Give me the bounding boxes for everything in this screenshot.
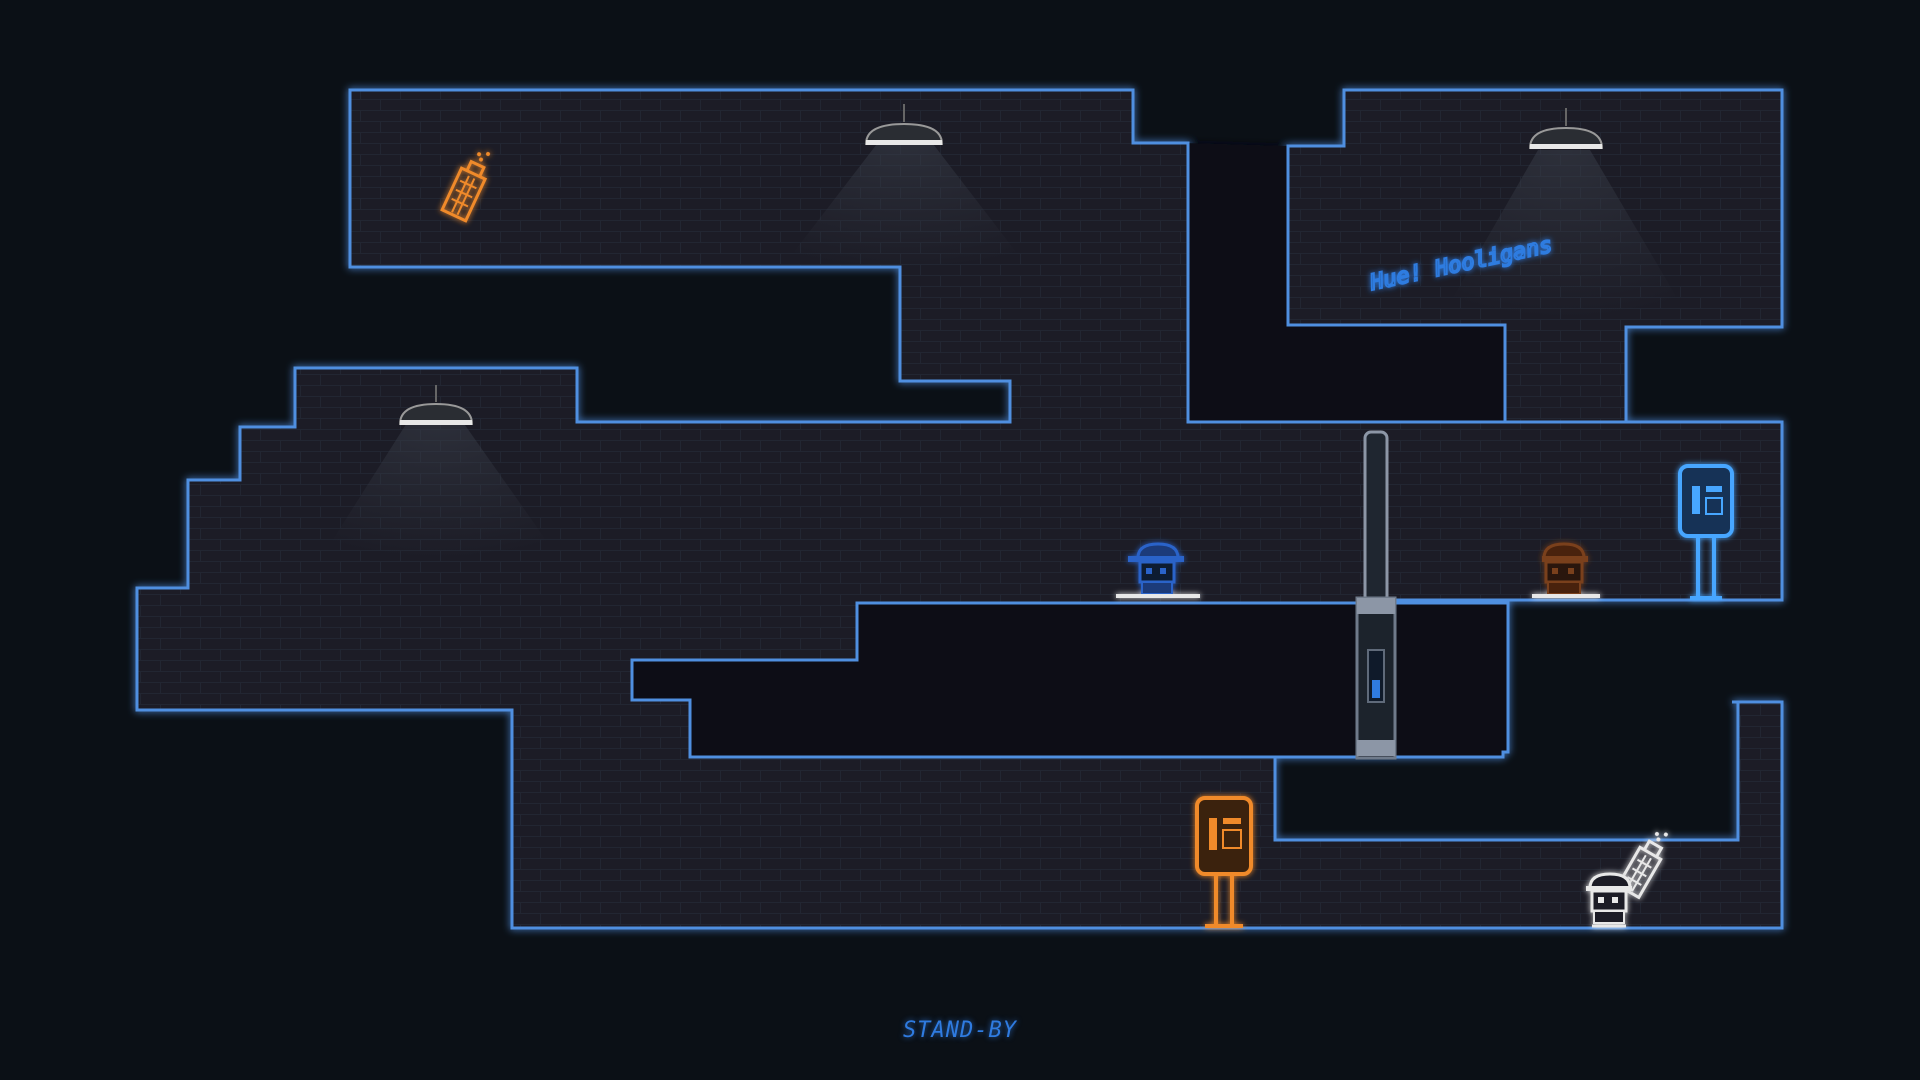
blue-hooligan-icon[interactable] <box>1116 542 1200 598</box>
paint-terminal-icon[interactable] <box>1195 796 1253 928</box>
status-text: STAND-BY <box>903 1018 1017 1043</box>
ceiling-lamp-icon <box>398 385 474 425</box>
elevator-door-icon[interactable] <box>1355 430 1397 760</box>
spray-can-icon[interactable] <box>440 145 496 223</box>
white-hooligan-icon[interactable] <box>1586 872 1632 928</box>
spray-can-icon[interactable] <box>1615 825 1674 900</box>
upper-gap <box>1188 143 1505 422</box>
paint-terminal-icon[interactable] <box>1678 464 1734 600</box>
lamp-light-cones <box>320 140 1690 560</box>
upper-gap-edge <box>1186 143 1507 424</box>
ceiling-lamp-icon <box>864 104 944 145</box>
brown-hooligan-icon[interactable] <box>1532 542 1600 598</box>
inner-gap <box>630 601 1510 759</box>
ceiling-lamp-icon <box>1528 108 1604 149</box>
